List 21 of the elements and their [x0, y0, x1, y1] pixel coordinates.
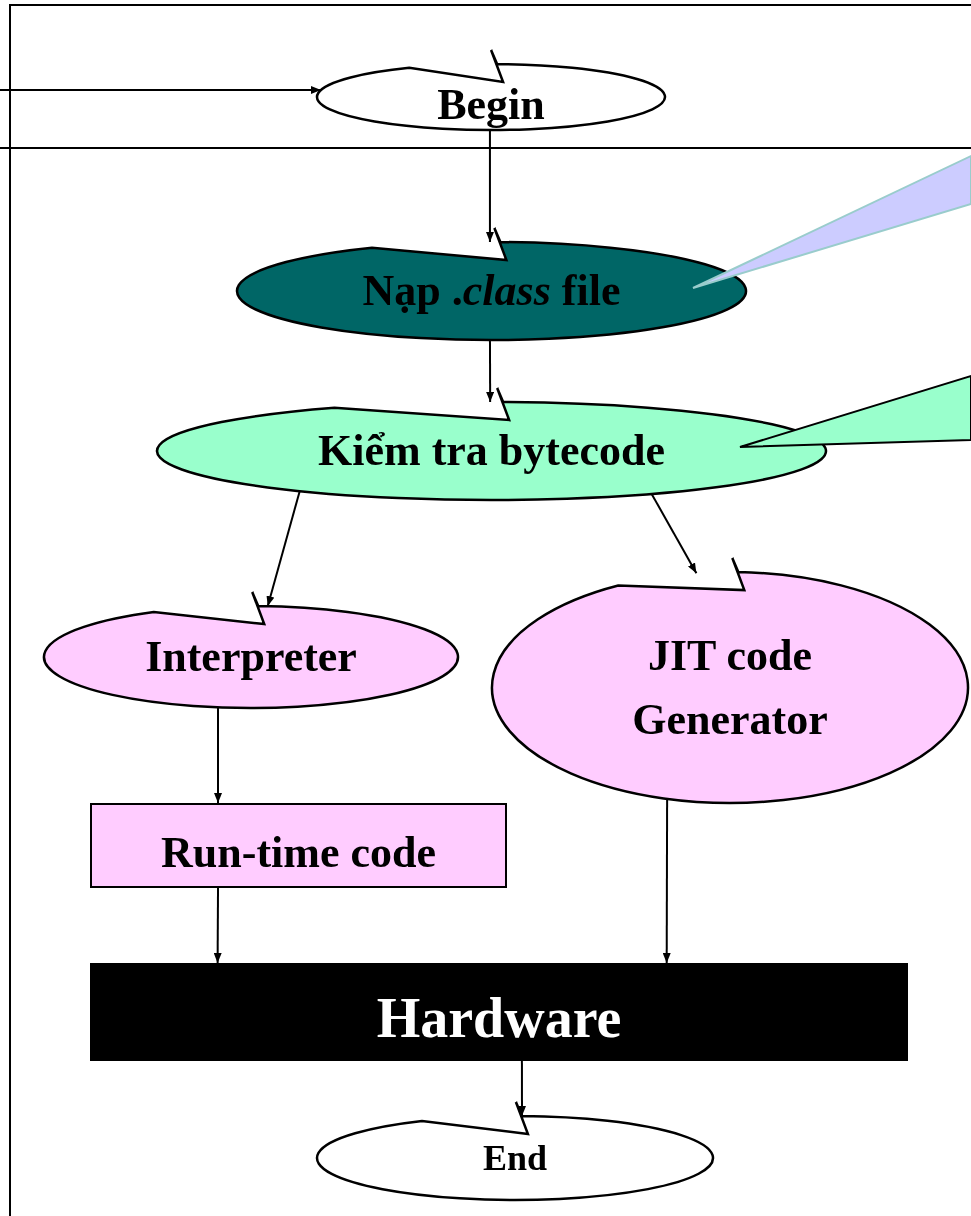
- node-label: Kiểm tra bytecode: [318, 425, 665, 478]
- arrow: [266, 490, 301, 608]
- arrow: [518, 1060, 526, 1118]
- callout-tail: [692, 154, 971, 290]
- arrow: [486, 339, 495, 403]
- arrow: [485, 129, 494, 243]
- arrow: [650, 493, 698, 575]
- node-label: Interpreter: [145, 631, 357, 684]
- arrow: [0, 86, 322, 94]
- process-box: [90, 803, 507, 888]
- arrow: [662, 797, 671, 964]
- node-label: Hardware: [376, 986, 622, 1052]
- node-label: Run-time code: [161, 826, 436, 879]
- arrow: [213, 887, 222, 964]
- node-label: Nạp .class file: [362, 265, 621, 318]
- node-label: End: [482, 1136, 548, 1180]
- node-label: Begin: [437, 79, 545, 132]
- callout-tail: [739, 374, 971, 449]
- node-label: JIT code Generator: [631, 629, 829, 746]
- arrow: [214, 706, 222, 804]
- hardware-bar: [90, 963, 908, 1061]
